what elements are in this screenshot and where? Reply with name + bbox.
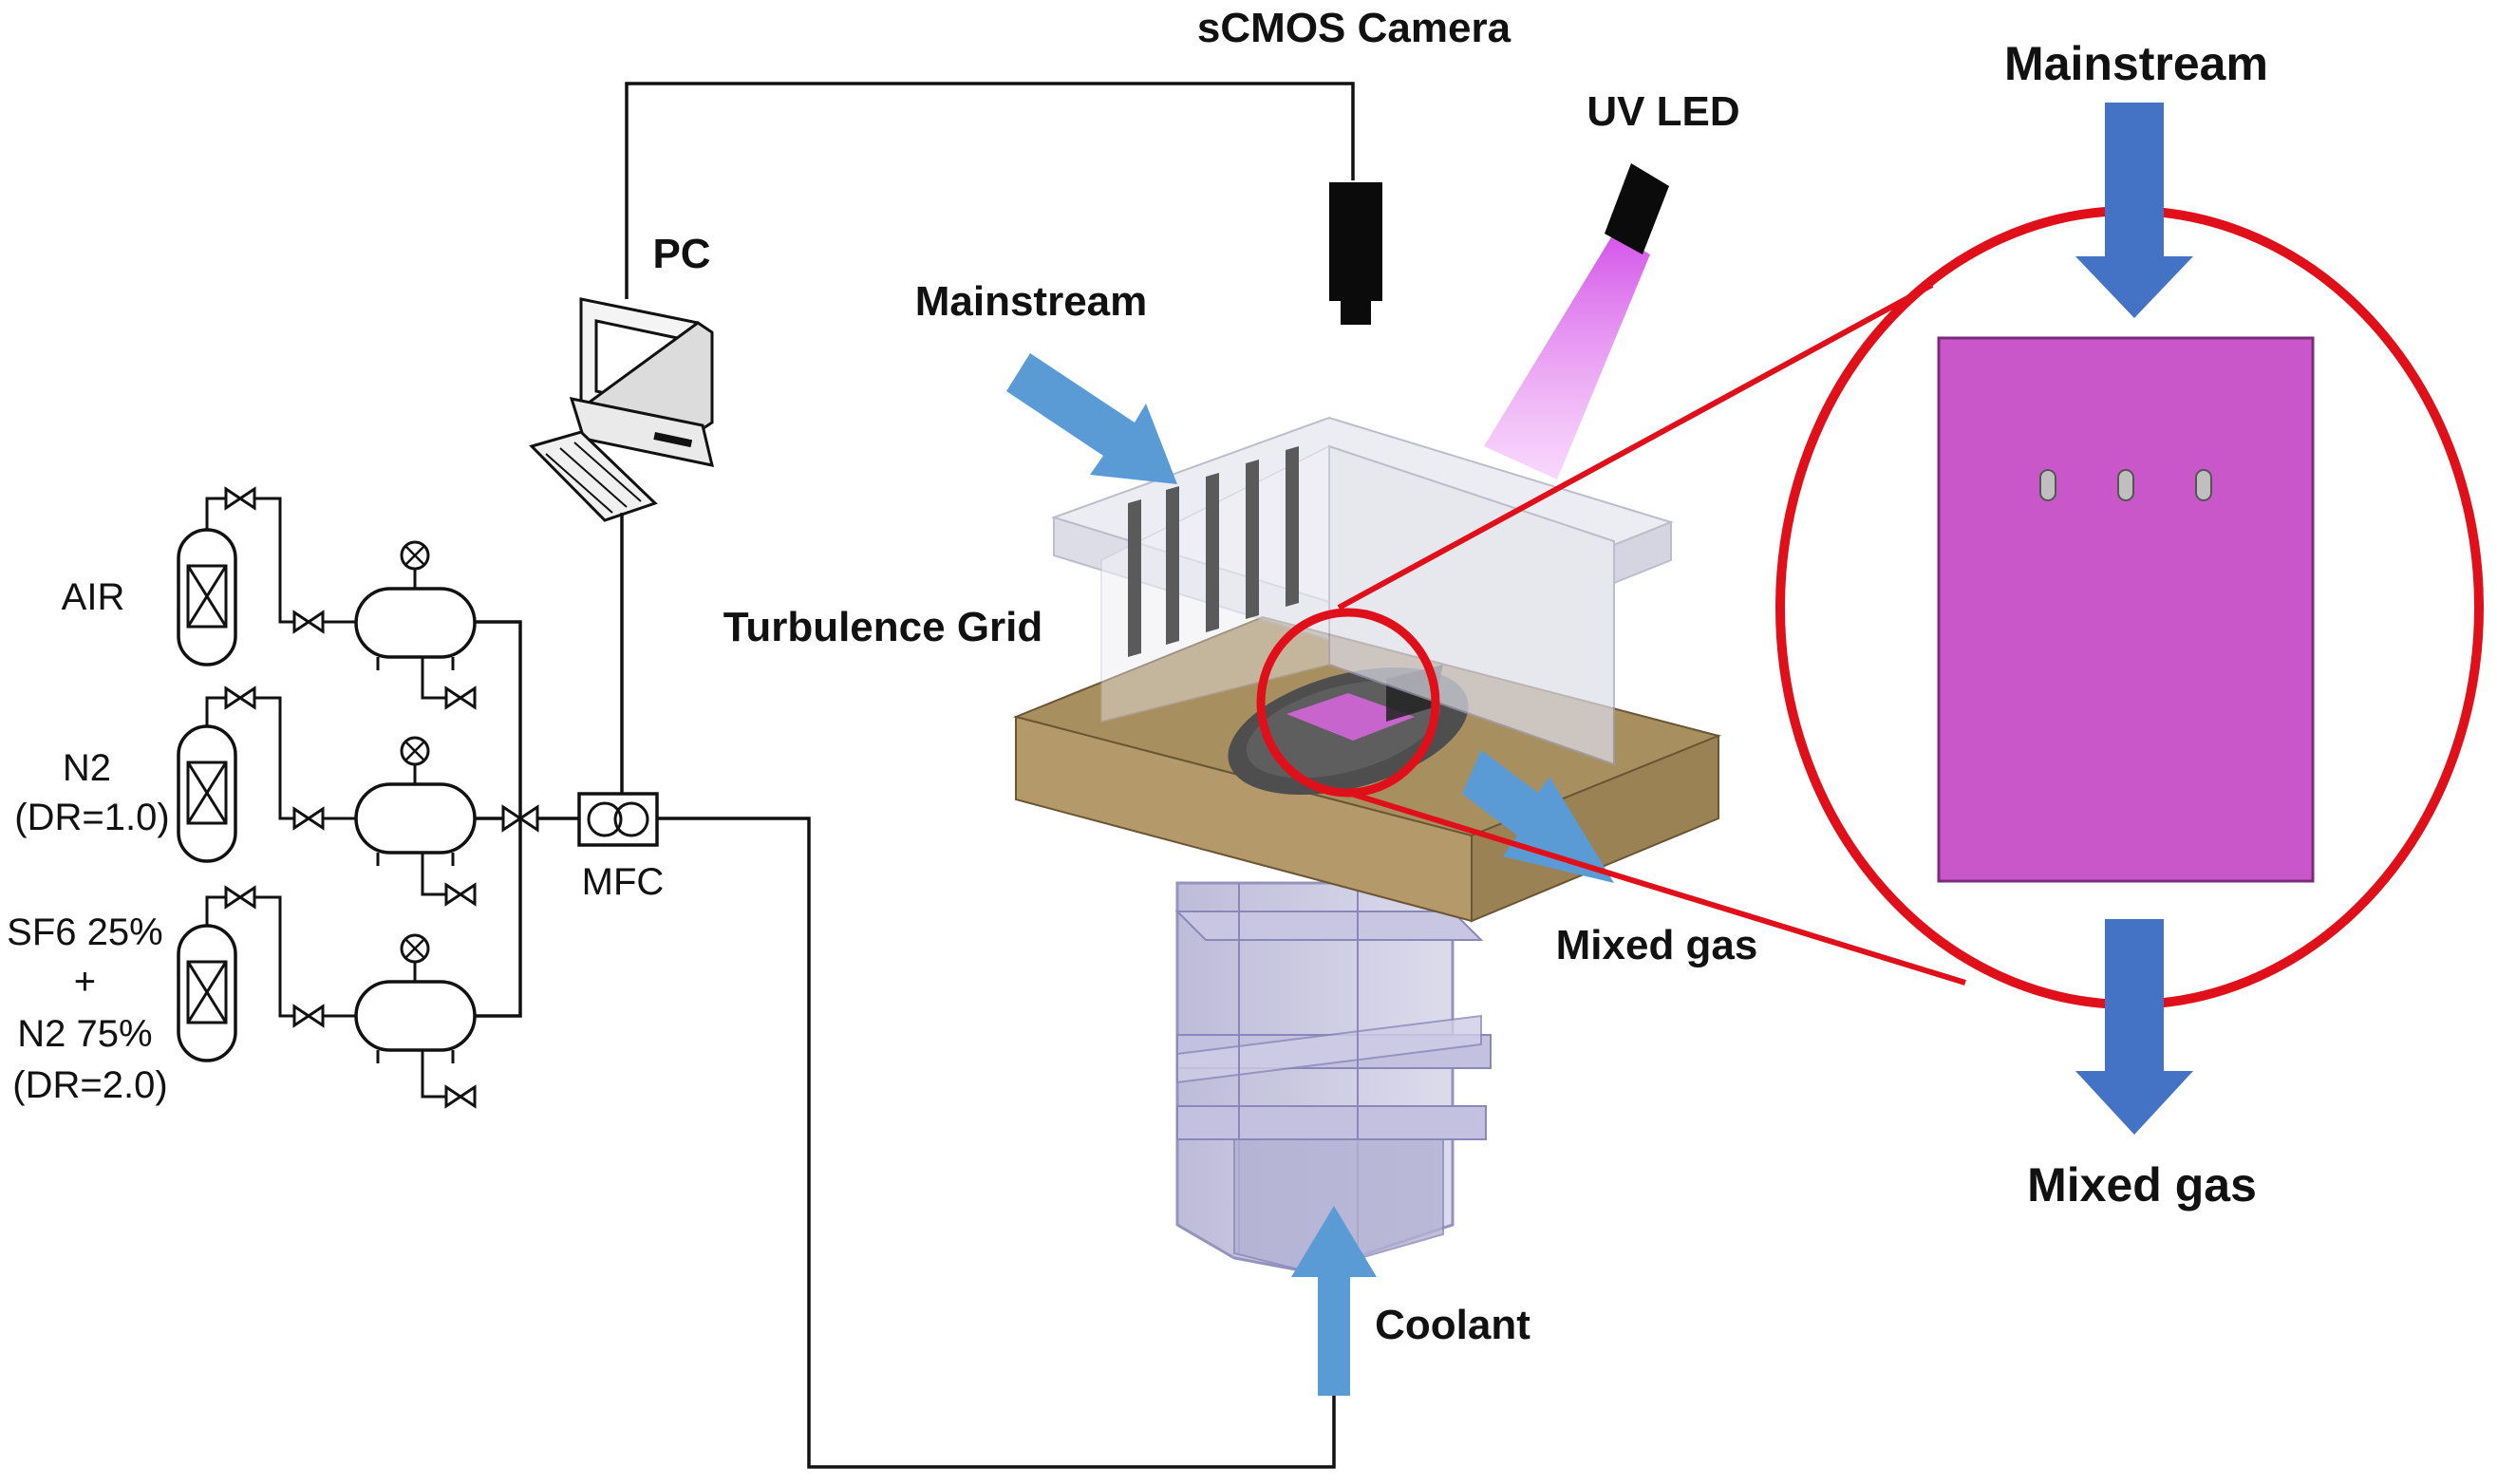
gas-line-n2 — [177, 686, 477, 907]
valve-icon — [501, 801, 539, 833]
pressure-vessel-icon — [354, 782, 477, 855]
turbulence-grid — [1128, 446, 1299, 657]
mixed-gas-zoom-label: Mixed gas — [2027, 1158, 2257, 1212]
uv-led-icon — [1484, 163, 1669, 479]
valve-icon — [224, 686, 325, 831]
zoom-line-lower — [1347, 790, 1966, 986]
cooling-holes — [2039, 469, 2212, 501]
mainstream-arrow — [1006, 353, 1177, 484]
uv-led-label: UV LED — [1586, 88, 1739, 135]
gas-label-n2: N2 (DR=1.0) — [14, 747, 169, 838]
mainstream-zoom-label: Mainstream — [2004, 37, 2268, 90]
gas-label-sf6: SF6 25% + N2 75% (DR=2.0) — [7, 911, 174, 1106]
zoom-line-upper — [1337, 282, 1934, 611]
valve-icon — [224, 486, 325, 634]
zoom-source-circle — [1256, 608, 1440, 798]
uv-beam — [1484, 233, 1650, 479]
gas-label-air: AIR — [62, 576, 125, 618]
turbulence-grid-label: Turbulence Grid — [723, 604, 1043, 650]
pressure-vessel-icon — [354, 980, 477, 1052]
mfc-label: MFC — [582, 861, 665, 903]
film-cooling-plate — [1286, 693, 1415, 741]
valve-icon — [224, 885, 325, 1028]
pressure-vessel-icon — [354, 587, 477, 659]
mainstream-label: Mainstream — [915, 278, 1148, 325]
gas-line-air — [177, 486, 477, 710]
camera-cable — [625, 82, 1355, 299]
coolant-arrow — [1291, 1206, 1377, 1396]
mainstream-zoom-arrow — [2075, 103, 2193, 318]
coolant-label: Coolant — [1375, 1302, 1530, 1348]
camera-label: sCMOS Camera — [1197, 5, 1511, 51]
camera-icon — [1329, 182, 1382, 325]
mixed-gas-arrow — [1462, 750, 1614, 883]
mixed-gas-label: Mixed gas — [1556, 922, 1758, 968]
coolant-plenum — [1174, 881, 1492, 1274]
mixed-gas-zoom-arrow — [2075, 919, 2193, 1135]
pc-label: PC — [652, 231, 710, 277]
mfc-icon — [577, 792, 659, 847]
gas-line-sf6 — [177, 885, 477, 1109]
computer-icon — [529, 297, 715, 522]
film-cooling-plate-detail — [1937, 336, 2315, 883]
coolant-feed-pipe — [657, 817, 1336, 1469]
